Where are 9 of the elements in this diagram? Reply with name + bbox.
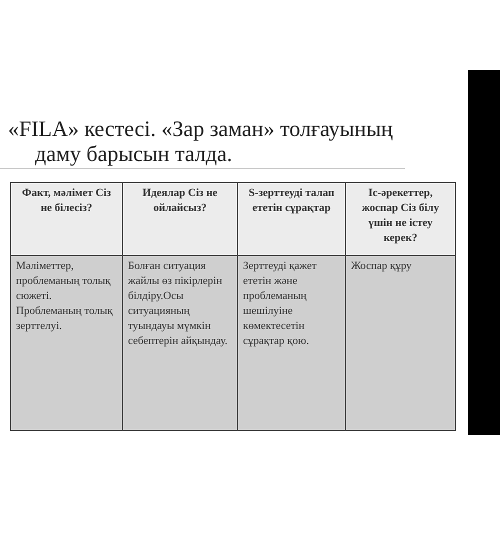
header-cell: Факт, мәлімет Сіз не білесіз? bbox=[10, 182, 122, 256]
table-cell: Жоспар құру bbox=[346, 256, 456, 430]
table-cell: Зерттеуді қажет ететін және проблеманың шешілуіне көмектесетін сұрақтар қою. bbox=[238, 256, 346, 430]
header-cell: Идеялар Сіз не ойлайсыз? bbox=[122, 182, 238, 256]
table-cell: Мәліметтер, проблеманың толық сюжеті. Проблеманың толық зерттелуі. bbox=[10, 256, 122, 430]
header-cell: Іс-әрекеттер, жоспар Сіз білу үшін не істеу керек? bbox=[346, 182, 456, 256]
title: «FILA» кестесі. «Зар заман» толғауының даму барысын талда. bbox=[8, 116, 394, 166]
header-cell: S-зерттеуді талап ететін сұрақтар bbox=[238, 182, 346, 256]
table-cell: Болған ситуация жайлы өз пікірлерін білдіру.Осы ситуацияның туындауы мүмкін себептерін айқындау. bbox=[122, 256, 238, 430]
